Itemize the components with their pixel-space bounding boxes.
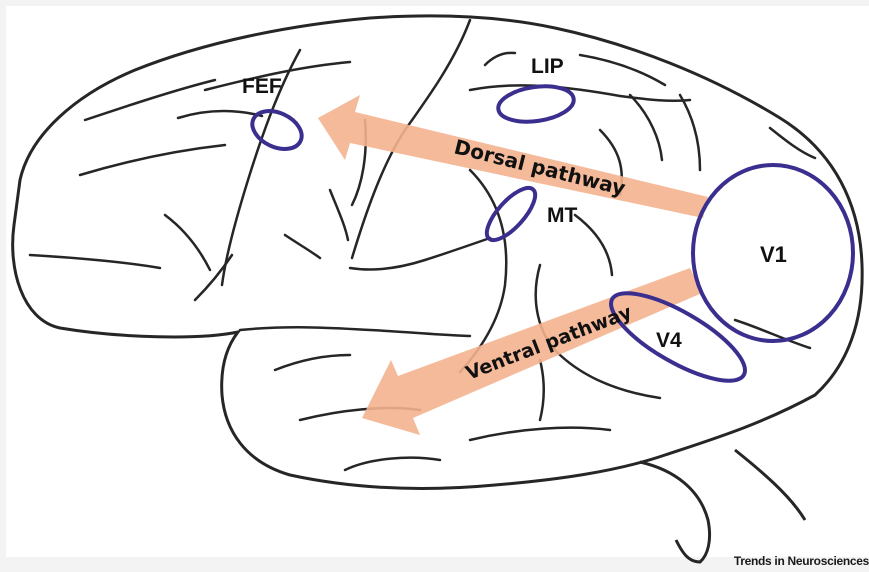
lunate-sulcus xyxy=(680,95,700,170)
temporal-lower-5 xyxy=(275,355,350,370)
frontal-sulcus-5 xyxy=(195,255,232,300)
mt-region xyxy=(479,181,542,247)
temporal-lower-2 xyxy=(345,458,440,470)
occipital-sulcus-2 xyxy=(575,215,612,275)
v1-label: V1 xyxy=(760,242,787,267)
lateral-sulcus xyxy=(240,327,470,336)
lip-region xyxy=(496,82,576,126)
occipital-edge xyxy=(770,128,815,158)
v4-label: V4 xyxy=(656,329,682,352)
frontal-sulcus-3 xyxy=(80,145,225,175)
frontal-sulcus-4 xyxy=(165,215,210,270)
brainstem-outline xyxy=(640,462,710,562)
temporal-lower-3 xyxy=(470,428,610,440)
principal-sulcus xyxy=(178,111,262,118)
cerebellum-line xyxy=(735,450,805,520)
parietal-sulcus-2 xyxy=(580,55,665,85)
orbital-sulcus xyxy=(30,255,160,268)
mt-label: MT xyxy=(547,204,577,227)
journal-credit: Trends in Neurosciences xyxy=(734,551,869,572)
parietal-sulcus-3 xyxy=(630,95,662,160)
frontal-small-2 xyxy=(330,190,348,240)
lip-label: LIP xyxy=(531,55,564,78)
temporal-lower-4 xyxy=(540,360,544,420)
fef-region xyxy=(246,104,307,157)
parietal-sulcus-1 xyxy=(485,53,515,65)
brain-outline xyxy=(13,16,863,488)
temporal-sulcus-2 xyxy=(350,238,490,270)
fef-label: FEF xyxy=(242,75,282,98)
frontal-small-1 xyxy=(285,235,320,258)
